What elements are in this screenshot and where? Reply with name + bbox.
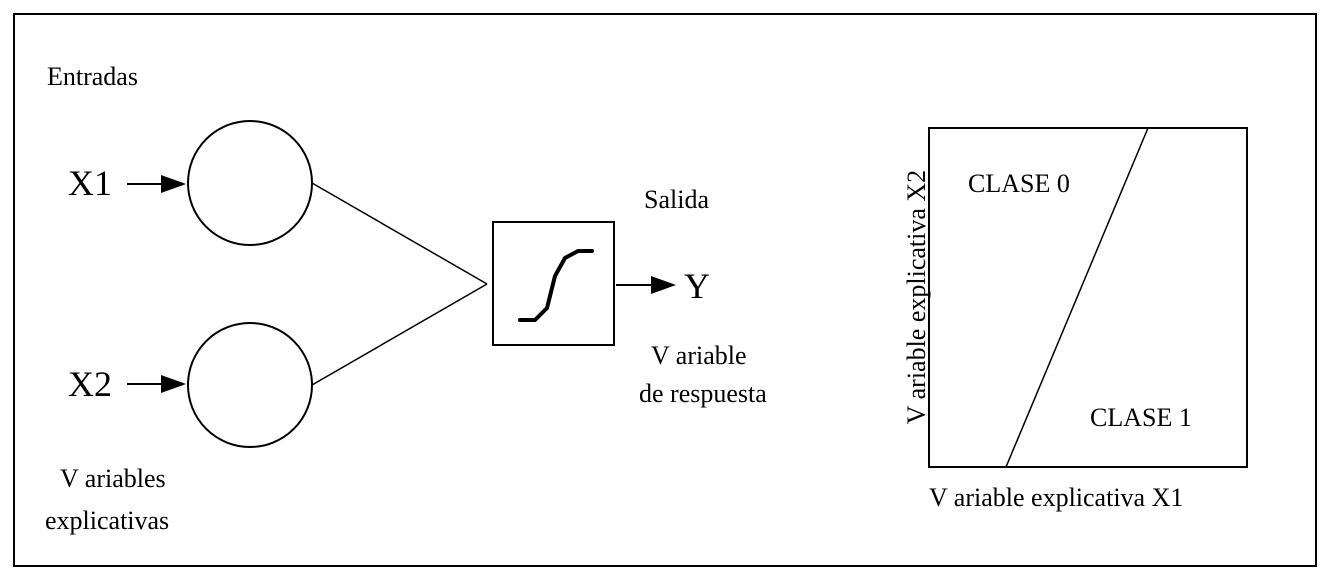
decision-plot-frame — [928, 127, 1248, 468]
class-1-label: CLASE 1 — [1090, 403, 1192, 432]
output-caption-line2: de respuesta — [639, 379, 767, 408]
x2-arrow-head — [161, 375, 186, 393]
input-label-x1: X1 — [68, 163, 112, 203]
x-axis-label: V ariable explicativa X1 — [929, 483, 1184, 512]
inputs-caption-line2: explicativas — [45, 506, 170, 535]
connection-x2 — [311, 283, 488, 386]
inputs-heading: Entradas — [47, 62, 138, 91]
output-heading: Salida — [644, 185, 709, 214]
x1-arrow-head — [161, 175, 186, 193]
input-neuron-x2 — [187, 322, 313, 448]
decision-boundary — [1005, 127, 1149, 468]
output-caption-line1: V ariable — [651, 341, 747, 370]
inputs-caption-line1: V ariables — [60, 464, 166, 493]
connection-x1 — [311, 182, 488, 285]
class-0-label: CLASE 0 — [968, 169, 1070, 198]
outer-frame — [13, 13, 1317, 567]
output-label-y: Y — [684, 266, 710, 306]
output-arrow-head — [651, 276, 676, 294]
input-neuron-x1 — [187, 120, 313, 246]
sigmoid-icon — [518, 249, 594, 322]
y-axis-label: V ariable explicativa X2 — [902, 169, 931, 425]
input-label-x2: X2 — [68, 364, 112, 404]
